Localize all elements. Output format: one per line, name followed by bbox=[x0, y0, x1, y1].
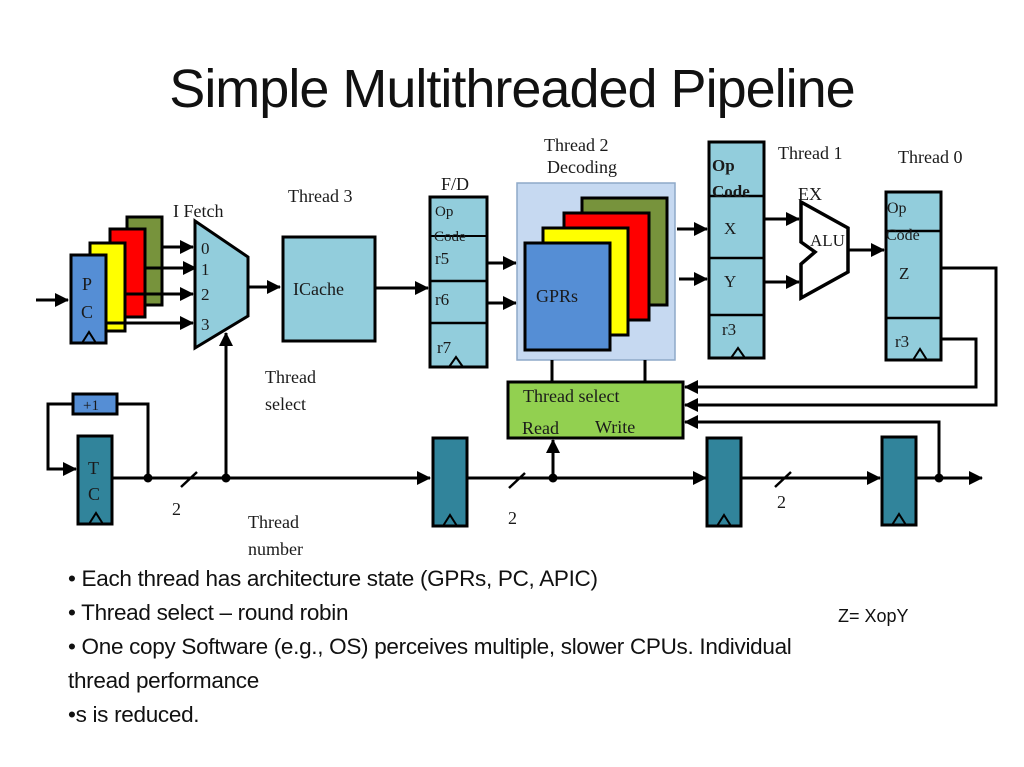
gpr-register-file: GPRs bbox=[516, 182, 676, 361]
incrementer-label: +1 bbox=[83, 398, 99, 414]
bullet-item: • One copy Software (e.g., OS) perceives… bbox=[68, 634, 792, 659]
fd-code: Code bbox=[434, 229, 466, 245]
gpr-thread0 bbox=[523, 241, 612, 352]
counter-feedback-wire bbox=[117, 402, 150, 478]
pc-thread0 bbox=[69, 253, 108, 345]
incrementer-to-tc-wire bbox=[46, 402, 77, 476]
bus-width-1: 2 bbox=[172, 499, 181, 519]
mux-input-2: 2 bbox=[201, 285, 210, 304]
fd-field-r5: r5 bbox=[435, 249, 449, 268]
thread-select-label-2: select bbox=[265, 394, 306, 414]
r3-writeback-wire bbox=[684, 337, 978, 394]
alu: ALU bbox=[799, 199, 850, 301]
dx-pipeline-register: Op Code X Y r3 bbox=[707, 140, 766, 360]
bullet-item: thread performance bbox=[68, 668, 259, 693]
label-thread0: Thread 0 bbox=[898, 147, 962, 167]
label-thread1: Thread 1 bbox=[778, 143, 842, 163]
thread-number-writeback-wire bbox=[684, 415, 941, 478]
clock-icon bbox=[716, 513, 732, 527]
bus-width-slash bbox=[774, 471, 792, 488]
tc-label-t: T bbox=[88, 458, 99, 478]
bullet-item: • Each thread has architecture state (GP… bbox=[68, 566, 598, 591]
label-fd: F/D bbox=[441, 174, 469, 194]
xw-op: Op bbox=[887, 200, 907, 217]
dx-field-x: X bbox=[724, 219, 736, 238]
icache-box bbox=[281, 235, 377, 343]
xw-field-r3: r3 bbox=[895, 332, 909, 351]
pc-register-stack: P C bbox=[69, 215, 164, 345]
thread-select-read: Read bbox=[522, 418, 559, 438]
thread-number-label-1: Thread bbox=[248, 512, 299, 532]
thread-number-label-2: number bbox=[248, 539, 303, 559]
clock-icon bbox=[88, 511, 104, 525]
fd-op: Op bbox=[435, 204, 453, 220]
label-ex: EX bbox=[798, 184, 822, 204]
clock-icon bbox=[891, 512, 907, 526]
label-decoding: Decoding bbox=[547, 157, 617, 177]
clock-icon bbox=[81, 330, 97, 344]
xw-code: Code bbox=[886, 227, 920, 244]
alu-formula: Z= XopY bbox=[838, 606, 909, 626]
slide-title: Simple Multithreaded Pipeline bbox=[169, 59, 855, 119]
fd-pipeline-register: Op Code r5 r6 r7 bbox=[428, 195, 489, 369]
thread-counter-register: T C bbox=[76, 434, 114, 526]
mux-input-0: 0 bbox=[201, 239, 210, 258]
mux-input-3: 3 bbox=[201, 315, 210, 334]
bus-width-slash bbox=[180, 471, 198, 488]
thread-number-reg-dx bbox=[705, 436, 743, 528]
label-thread3: Thread 3 bbox=[288, 186, 352, 206]
dx-field-r3: r3 bbox=[722, 320, 736, 339]
thread-number-reg-fd bbox=[431, 436, 469, 528]
dx-op: Op bbox=[712, 156, 735, 175]
bus-width-2: 2 bbox=[508, 508, 517, 528]
xw-pipeline-register: Op Code Z r3 bbox=[884, 190, 943, 362]
bus-width-3: 2 bbox=[777, 492, 786, 512]
pc-label-c: C bbox=[81, 302, 93, 322]
clock-icon bbox=[912, 347, 928, 361]
tc-label-c: C bbox=[88, 484, 100, 504]
bullet-list: • Each thread has architecture state (GP… bbox=[68, 562, 968, 732]
label-thread2: Thread 2 bbox=[544, 135, 608, 155]
alu-label: ALU bbox=[810, 231, 845, 250]
junction-dot bbox=[934, 473, 944, 483]
label-ifetch: I Fetch bbox=[173, 201, 223, 221]
junction-dot bbox=[143, 473, 153, 483]
clock-icon bbox=[448, 355, 464, 368]
fetch-mux: 0 1 2 3 bbox=[193, 218, 250, 351]
gprs-label: GPRs bbox=[536, 286, 578, 306]
clock-icon bbox=[730, 346, 746, 359]
thread-select-title: Thread select bbox=[523, 386, 619, 406]
icache-label: ICache bbox=[293, 279, 344, 299]
thread-select-label-1: Thread bbox=[265, 367, 316, 387]
pc-label-p: P bbox=[82, 274, 92, 294]
xw-field-z: Z bbox=[899, 264, 909, 283]
thread-number-reg-xw bbox=[880, 435, 918, 527]
fd-field-r7: r7 bbox=[437, 338, 452, 357]
fd-field-r6: r6 bbox=[435, 290, 449, 309]
bullet-item: •s is reduced. bbox=[68, 702, 200, 727]
z-writeback-wire bbox=[684, 266, 998, 412]
mux-input-1: 1 bbox=[201, 260, 210, 279]
thread-select-write: Write bbox=[595, 417, 635, 437]
bus-width-slash bbox=[508, 472, 526, 489]
clock-icon bbox=[442, 513, 458, 527]
thread-select-box: Thread select Read Write bbox=[506, 380, 685, 440]
bullet-item: • Thread select – round robin bbox=[68, 600, 349, 625]
dx-code: Code bbox=[712, 182, 750, 201]
dx-field-y: Y bbox=[724, 272, 736, 291]
